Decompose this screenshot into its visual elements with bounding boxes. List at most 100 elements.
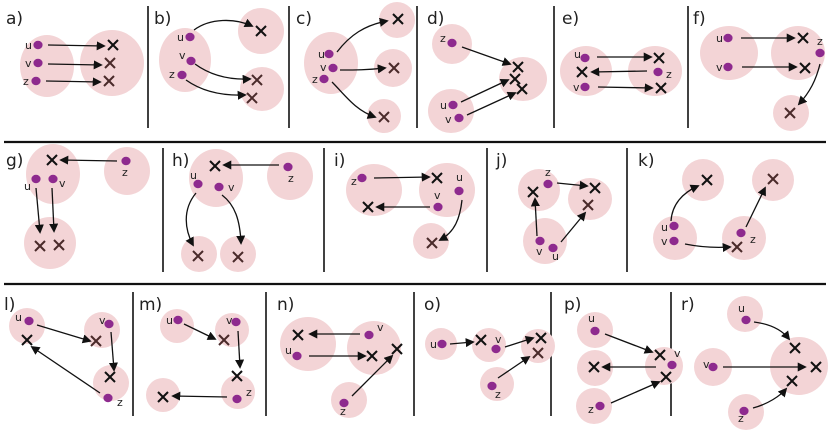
cross-icon xyxy=(246,92,258,104)
point-z xyxy=(319,74,329,84)
point-u xyxy=(33,40,43,50)
cross-icon xyxy=(589,182,601,194)
point-label-u: u xyxy=(588,312,595,325)
region-circle xyxy=(9,308,45,344)
point-label-z: z xyxy=(122,166,128,179)
cross-icon xyxy=(34,240,46,252)
mapping-arrow xyxy=(449,338,475,348)
cross-icon xyxy=(255,25,267,37)
mapping-arrow xyxy=(59,155,118,165)
region-circle xyxy=(267,152,313,200)
point-label-z: z xyxy=(246,386,252,399)
panel-label: e) xyxy=(562,9,579,29)
point-z xyxy=(653,67,663,77)
mapping-arrow xyxy=(36,324,92,344)
point-v xyxy=(364,330,374,340)
point-label-u: u xyxy=(285,344,292,357)
point-label-v: v xyxy=(99,314,106,327)
point-z xyxy=(815,48,825,58)
point-label-z: z xyxy=(169,68,175,81)
point-label-u: u xyxy=(661,221,668,234)
point-z xyxy=(177,70,187,80)
point-label-z: z xyxy=(440,32,446,45)
cross-icon xyxy=(786,375,798,387)
cross-icon xyxy=(731,241,743,253)
point-label-u: u xyxy=(15,311,22,324)
cross-icon xyxy=(660,371,672,383)
cross-icon xyxy=(516,83,528,95)
panel-label: k) xyxy=(638,151,654,171)
mapping-arrow xyxy=(797,63,821,106)
point-z xyxy=(595,401,605,411)
cross-icon xyxy=(157,391,169,403)
region-circle xyxy=(682,159,724,201)
mapping-arrow xyxy=(30,345,101,394)
cross-icon xyxy=(588,361,600,373)
point-u xyxy=(185,32,195,42)
panel-label: n) xyxy=(277,295,294,315)
point-v xyxy=(708,362,718,372)
mapping-arrow xyxy=(34,187,44,234)
cross-icon xyxy=(475,334,487,346)
mapping-arrow xyxy=(183,323,217,340)
mapping-arrow xyxy=(185,192,197,247)
point-label-u: u xyxy=(738,302,745,315)
region-circle xyxy=(576,388,612,424)
point-label-z: z xyxy=(495,388,501,401)
mapping-arrow xyxy=(47,60,103,70)
point-label-u: u xyxy=(574,48,581,61)
cross-icon xyxy=(799,62,811,74)
point-u xyxy=(723,33,733,43)
mapping-arrow xyxy=(590,67,648,77)
region-circle xyxy=(727,296,763,332)
point-u xyxy=(448,100,458,110)
region-circle xyxy=(568,178,612,220)
point-v xyxy=(104,319,114,329)
point-label-u: u xyxy=(552,250,559,263)
cross-icon xyxy=(431,172,443,184)
mapping-arrow xyxy=(45,77,102,87)
region-circle xyxy=(518,169,560,211)
point-label-z: z xyxy=(588,403,594,416)
point-z xyxy=(103,393,113,403)
panel-label: p) xyxy=(564,295,581,315)
point-label-u: u xyxy=(25,39,32,52)
panel-label: o) xyxy=(424,295,441,315)
mapping-arrow xyxy=(171,391,228,401)
point-u xyxy=(454,186,464,196)
region-circle xyxy=(189,149,243,207)
mapping-arrow xyxy=(460,78,510,103)
panel-label: r) xyxy=(681,295,695,315)
point-u xyxy=(31,174,41,184)
point-u xyxy=(741,315,751,325)
point-label-z: z xyxy=(738,412,744,425)
mapping-arrow xyxy=(610,380,661,404)
cross-icon xyxy=(362,201,374,213)
cross-icon xyxy=(512,61,524,73)
point-label-z: z xyxy=(117,396,123,409)
point-v xyxy=(723,62,733,72)
point-label-z: z xyxy=(288,172,294,185)
point-u xyxy=(590,326,600,336)
point-label-u: u xyxy=(166,314,173,327)
point-label-v: v xyxy=(25,57,32,70)
cross-icon xyxy=(767,173,779,185)
cross-icon xyxy=(784,107,796,119)
point-label-u: u xyxy=(440,99,447,112)
cross-icon xyxy=(701,174,713,186)
mapping-arrow xyxy=(461,46,512,66)
point-label-u: u xyxy=(24,180,31,193)
mapping-arrow xyxy=(466,91,517,116)
mapping-arrow xyxy=(373,172,431,182)
point-v xyxy=(580,82,590,92)
point-v xyxy=(669,236,679,246)
region-circle xyxy=(499,57,547,101)
region-circle xyxy=(93,365,129,401)
mapping-arrow xyxy=(497,355,531,379)
